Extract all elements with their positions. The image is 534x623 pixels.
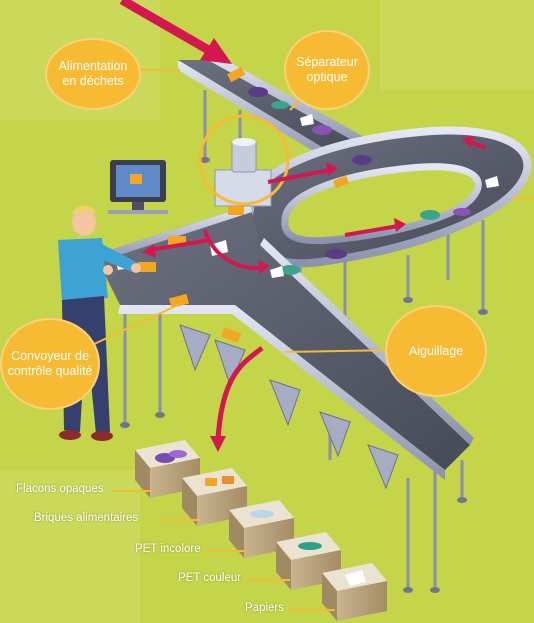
bin-paper <box>322 563 387 621</box>
callout-switch-text: Aiguillage <box>408 343 464 358</box>
callout-quality-text: Convoyeur de contrôle qualité <box>7 349 93 378</box>
label-opaque-bottles: Flacons opaques <box>16 483 104 495</box>
leader-lines <box>91 69 534 611</box>
control-monitor <box>108 160 168 214</box>
label-paper: Papiers <box>245 602 284 614</box>
callout-optical-text: Séparateur optique <box>296 55 358 84</box>
label-cartons: Briques alimentaires <box>34 512 139 524</box>
callout-switch: Aiguillage <box>385 305 487 397</box>
callout-feed: Alimentation en déchets <box>45 38 141 110</box>
callout-feed-text: Alimentation en déchets <box>58 59 128 88</box>
label-pet-color: PET couleur <box>178 572 242 584</box>
flow-arrows <box>119 0 487 452</box>
sorting-chutes <box>179 324 399 490</box>
bin-pet-color <box>276 532 341 590</box>
label-pet-clear: PET incolore <box>135 543 201 555</box>
oval-loop-conveyor <box>243 126 532 268</box>
bin-opaque-bottles <box>135 440 200 498</box>
optical-sensor <box>198 114 290 207</box>
collection-bins <box>135 440 387 621</box>
callout-quality: Convoyeur de contrôle qualité <box>0 318 100 410</box>
callout-optical: Séparateur optique <box>284 30 370 110</box>
